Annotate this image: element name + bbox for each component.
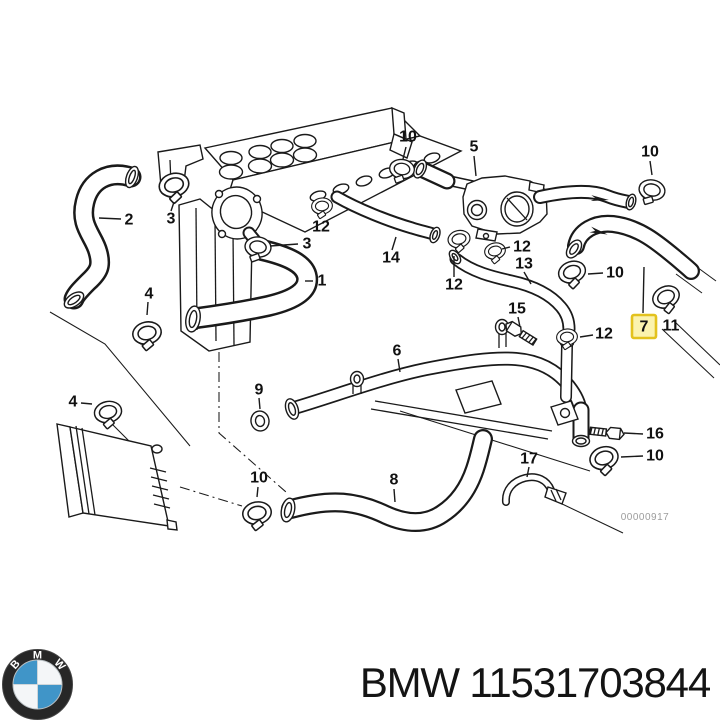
callout-labels: 10 5 10 2 3 12 3 1 14 4 12 12 13 10 15 1…: [69, 129, 680, 489]
callout-4: 4: [69, 394, 78, 411]
clamp-10: [635, 176, 668, 209]
callout-10: 10: [399, 129, 417, 146]
hose-2: [63, 164, 142, 310]
highlight-box: [630, 313, 658, 340]
callout-10: 10: [606, 265, 624, 282]
flow-arrow-icon: [589, 226, 608, 235]
callout-10: 10: [250, 470, 268, 487]
logo-quadrant-white: [37, 660, 62, 685]
callout-1: 1: [318, 273, 327, 290]
clamp-12: [555, 327, 580, 352]
clamp-10: [240, 498, 275, 534]
flow-arrow-icon: [590, 195, 609, 202]
pipe-eyelet: [349, 370, 365, 394]
water-pipe-6: [284, 318, 626, 448]
clamp-11: [648, 281, 686, 319]
callout-3: 3: [303, 236, 312, 253]
callout-2: 2: [125, 212, 134, 229]
footer: B M W BMW 11531703844: [0, 640, 720, 720]
thermostat-housing: [211, 186, 269, 256]
bracket-17: [501, 473, 567, 506]
logo-quadrant-blue: [37, 684, 62, 709]
callout-4: 4: [145, 286, 154, 303]
watermark: 00000917: [621, 512, 670, 523]
callout-12: 12: [312, 219, 330, 236]
hose-1: [185, 239, 319, 333]
callout-15: 15: [508, 301, 526, 318]
callout-13: 13: [515, 256, 533, 273]
clamp-12: [482, 240, 509, 267]
radiator: [56, 423, 178, 531]
callout-10: 10: [641, 144, 659, 161]
callout-3: 3: [167, 211, 176, 228]
callout-12: 12: [445, 277, 463, 294]
intake-ports: [218, 133, 318, 180]
hose-13: [448, 249, 576, 336]
clamp-4: [91, 398, 126, 432]
logo-letter: M: [33, 650, 42, 662]
callout-9: 9: [255, 382, 264, 399]
brand-text: BMW: [359, 659, 460, 706]
hose-14: [330, 190, 441, 244]
part-number: BMW 11531703844: [359, 659, 711, 707]
callout-7-selected: 7: [640, 319, 649, 336]
bolt-16: [588, 424, 626, 441]
callout-12: 12: [513, 239, 531, 256]
clamp-10: [555, 257, 591, 293]
bmw-logo: B M W: [2, 649, 73, 720]
part-number-value: 11531703844: [469, 659, 711, 706]
callout-8: 8: [390, 472, 399, 489]
callout-6: 6: [393, 343, 402, 360]
highlighted-callout-7: 7: [630, 313, 658, 340]
bolt-15: [502, 318, 539, 348]
hose-8: [280, 429, 493, 532]
callout-17: 17: [520, 451, 538, 468]
logo-quadrant-blue: [13, 660, 38, 685]
throttle-body: [462, 175, 548, 242]
callout-5: 5: [470, 139, 479, 156]
callout-12: 12: [595, 326, 613, 343]
clamp-10: [586, 442, 624, 480]
hose-throttle-right: [533, 184, 637, 211]
callout-leaders: [80, 146, 653, 503]
logo-quadrant-white: [13, 684, 38, 709]
callout-16: 16: [646, 426, 664, 443]
callout-14: 14: [382, 250, 400, 267]
callout-11: 11: [663, 318, 680, 335]
clamp-4: [129, 318, 166, 354]
callout-10: 10: [646, 448, 664, 465]
o-ring-9: [250, 410, 270, 432]
hose-7: [565, 214, 700, 280]
